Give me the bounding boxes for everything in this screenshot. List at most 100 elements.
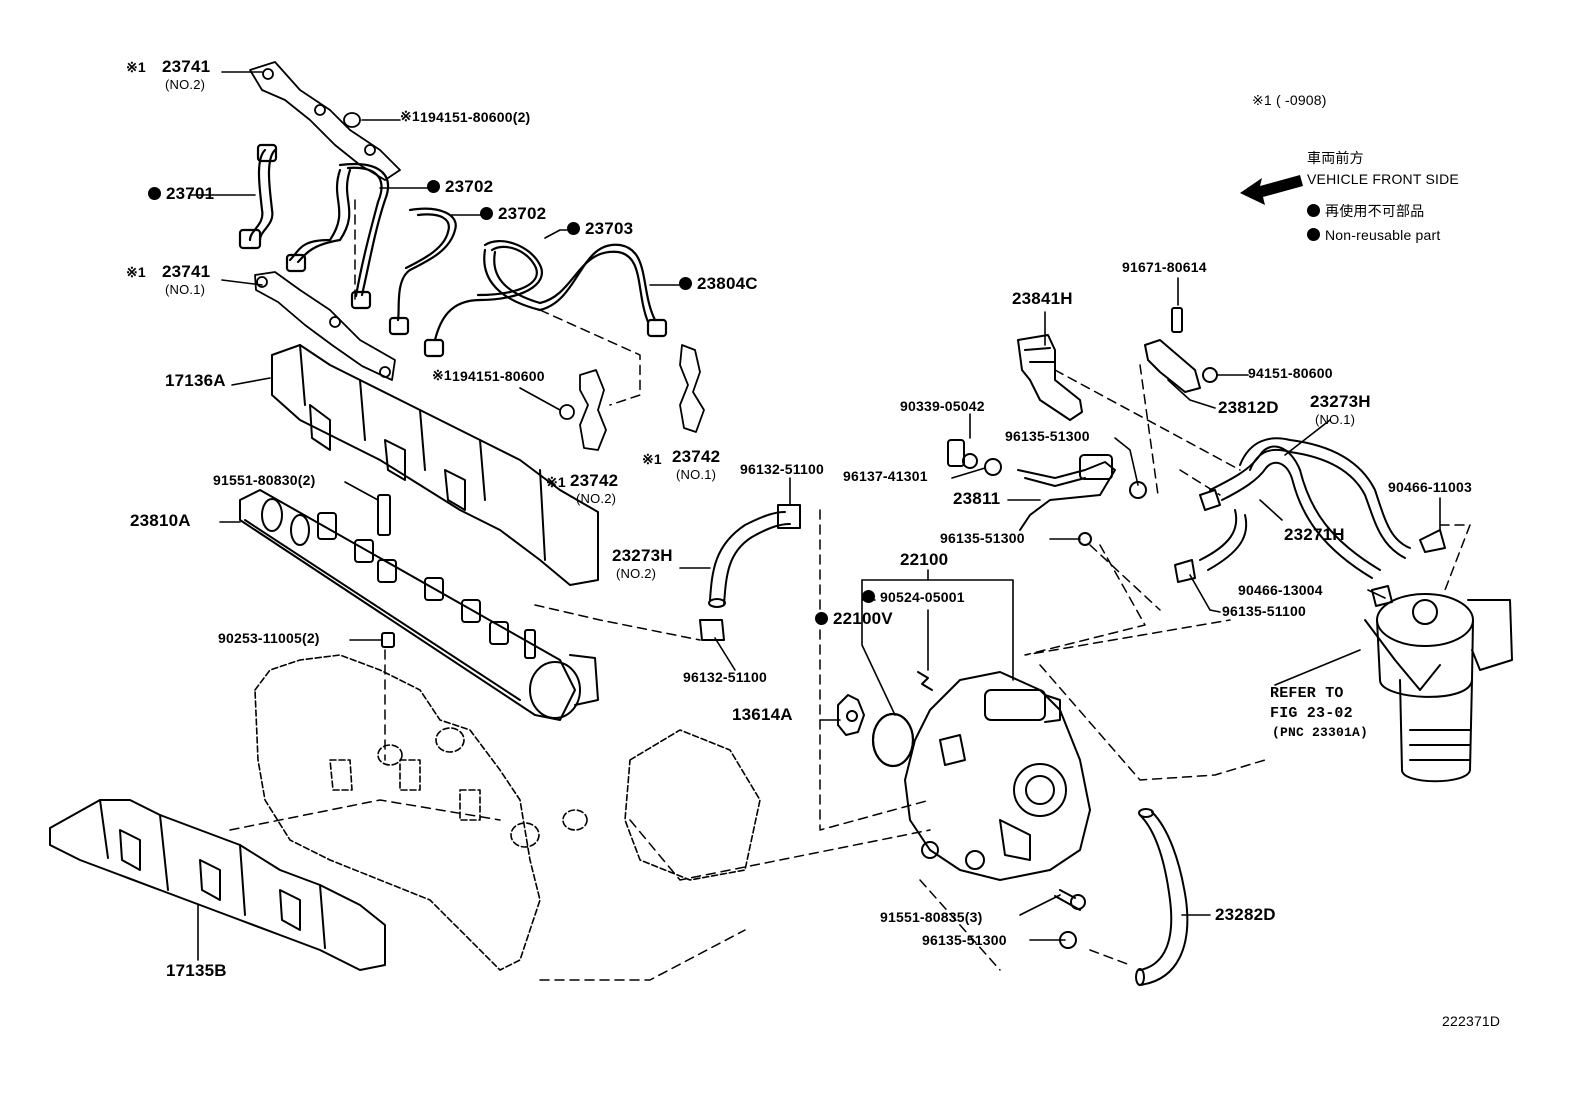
o-ring bbox=[871, 712, 915, 768]
label-23742-no1-sub: (NO.1) bbox=[676, 467, 717, 482]
label-90339-05042[interactable]: 90339-05042 bbox=[900, 398, 985, 414]
label-17136a[interactable]: 17136A bbox=[165, 371, 226, 390]
hose-23273h-no2 bbox=[699, 504, 801, 641]
label-23282d[interactable]: 23282D bbox=[1215, 905, 1276, 924]
label-17135b[interactable]: 17135B bbox=[166, 961, 227, 980]
label-23742-no2[interactable]: 23742 bbox=[570, 471, 619, 490]
mark-23742-no2: ※1 bbox=[546, 474, 566, 490]
label-23812d[interactable]: 23812D bbox=[1218, 398, 1279, 417]
label-96135-51100[interactable]: 96135-51100 bbox=[1222, 603, 1306, 619]
label-22100[interactable]: 22100 bbox=[900, 550, 949, 569]
direction-jp: 車両前方 bbox=[1307, 150, 1364, 166]
label-22100v-text: 22100V bbox=[833, 609, 893, 628]
nonreusable-dot-icon bbox=[148, 187, 161, 200]
nonreusable-dot-icon bbox=[480, 207, 493, 220]
nonreusable-dot-icon bbox=[815, 612, 828, 625]
label-23742-no1[interactable]: 23742 bbox=[672, 447, 721, 466]
label-91551-80830-2[interactable]: 91551-80830(2) bbox=[213, 472, 316, 488]
injection-pipes bbox=[238, 143, 668, 358]
nonreusable-dot-icon bbox=[1307, 204, 1320, 217]
bracket-23812d bbox=[1144, 307, 1218, 393]
nonreusable-dot-icon bbox=[1307, 228, 1320, 241]
label-23841h[interactable]: 23841H bbox=[1012, 289, 1073, 308]
refer-line-2: FIG 23-02 bbox=[1270, 705, 1353, 722]
label-90466-13004[interactable]: 90466-13004 bbox=[1238, 582, 1323, 598]
nonreusable-dot-icon bbox=[567, 222, 580, 235]
label-194151-80600[interactable]: 194151-80600 bbox=[452, 368, 545, 384]
pump-bolts bbox=[1054, 889, 1086, 949]
label-90524-05001-text: 90524-05001 bbox=[880, 589, 965, 605]
version-range: ( -0908) bbox=[1276, 92, 1327, 108]
nonreusable-dot-icon bbox=[679, 277, 692, 290]
label-91671-80614[interactable]: 91671-80614 bbox=[1122, 259, 1207, 275]
label-96135-51300-d[interactable]: 96135-51300 bbox=[922, 932, 1007, 948]
mark-194151-a: ※1 bbox=[400, 108, 420, 124]
hose-23273h-no1 bbox=[1199, 437, 1411, 571]
label-194151-80600-2[interactable]: 194151-80600(2) bbox=[420, 109, 531, 125]
version-note: ※1 ( -0908) bbox=[1252, 92, 1327, 108]
label-23741-no2[interactable]: 23741 bbox=[162, 57, 211, 76]
nonreusable-dot-icon bbox=[427, 180, 440, 193]
label-23273h-no1[interactable]: 23273H bbox=[1310, 392, 1371, 411]
insulator-upper bbox=[271, 344, 599, 586]
label-23702-b[interactable]: 23702 bbox=[480, 205, 546, 223]
label-96135-51300-a[interactable]: 96135-51300 bbox=[1005, 428, 1090, 444]
supply-pump bbox=[872, 671, 1091, 881]
label-23810a[interactable]: 23810A bbox=[130, 511, 191, 530]
hose-23271h bbox=[1199, 445, 1381, 579]
label-23703-text: 23703 bbox=[585, 219, 634, 238]
hose-23282d bbox=[1135, 808, 1189, 986]
label-23701-text: 23701 bbox=[166, 184, 215, 203]
label-96135-51300-b[interactable]: 96135-51300 bbox=[940, 530, 1025, 546]
label-23742-no2-sub: (NO.2) bbox=[576, 491, 617, 506]
bracket-13614a bbox=[837, 694, 865, 736]
mark-194151-b: ※1 bbox=[432, 367, 452, 383]
nonreusable-jp-legend: 再使用不可部品 bbox=[1307, 203, 1424, 219]
label-23273h-no2[interactable]: 23273H bbox=[612, 546, 673, 565]
label-23804c-text: 23804C bbox=[697, 274, 758, 293]
fuel-rail bbox=[239, 489, 599, 721]
label-13614a[interactable]: 13614A bbox=[732, 705, 793, 724]
label-94151-80600[interactable]: 94151-80600 bbox=[1248, 365, 1333, 381]
nonreusable-jp: 再使用不可部品 bbox=[1325, 203, 1425, 219]
label-23273h-no1-sub: (NO.1) bbox=[1315, 412, 1356, 427]
insulator-lower bbox=[49, 799, 386, 971]
label-96132-51100-bottom[interactable]: 96132-51100 bbox=[683, 669, 767, 685]
label-96137-41301[interactable]: 96137-41301 bbox=[843, 468, 928, 484]
label-23741-no1[interactable]: 23741 bbox=[162, 262, 211, 281]
label-23702-a[interactable]: 23702 bbox=[427, 178, 493, 196]
leader-lines bbox=[189, 71, 1441, 961]
fuel-filter bbox=[1364, 593, 1513, 783]
mark-23741-no2: ※1 bbox=[126, 59, 146, 75]
refer-line-3: (PNC 23301A) bbox=[1272, 725, 1369, 740]
mark-23742-no1: ※1 bbox=[642, 451, 662, 467]
label-90524-05001[interactable]: 90524-05001 bbox=[862, 590, 965, 605]
label-23703[interactable]: 23703 bbox=[567, 220, 633, 238]
label-23741-no1-sub: (NO.1) bbox=[165, 282, 206, 297]
label-22100v[interactable]: 22100V bbox=[815, 610, 893, 628]
refer-line-1: REFER TO bbox=[1270, 685, 1344, 702]
nonreusable-en: Non-reusable part bbox=[1325, 227, 1441, 243]
clamps bbox=[249, 61, 705, 451]
label-91551-80835-3[interactable]: 91551-80835(3) bbox=[880, 909, 983, 925]
label-23701[interactable]: 23701 bbox=[148, 185, 214, 203]
label-23811[interactable]: 23811 bbox=[953, 489, 1001, 508]
label-23702-b-text: 23702 bbox=[498, 204, 547, 223]
bracket-23841h bbox=[1017, 334, 1083, 421]
mark-23741-no1: ※1 bbox=[126, 264, 146, 280]
nonreusable-dot-icon bbox=[862, 590, 875, 603]
label-23741-no2-sub: (NO.2) bbox=[165, 77, 206, 92]
label-23702-a-text: 23702 bbox=[445, 177, 494, 196]
vehicle-front-arrow-icon bbox=[1240, 175, 1303, 205]
label-23804c[interactable]: 23804C bbox=[679, 275, 758, 293]
figure-id: 222371D bbox=[1442, 1013, 1501, 1029]
engine-block bbox=[254, 654, 761, 971]
label-90466-11003[interactable]: 90466-11003 bbox=[1388, 479, 1472, 495]
label-23271h[interactable]: 23271H bbox=[1284, 525, 1345, 544]
label-96132-51100-top[interactable]: 96132-51100 bbox=[740, 461, 824, 477]
label-90253-11005-2[interactable]: 90253-11005(2) bbox=[218, 630, 320, 646]
version-mark: ※1 bbox=[1252, 92, 1272, 108]
nonreusable-en-legend: Non-reusable part bbox=[1307, 227, 1440, 243]
